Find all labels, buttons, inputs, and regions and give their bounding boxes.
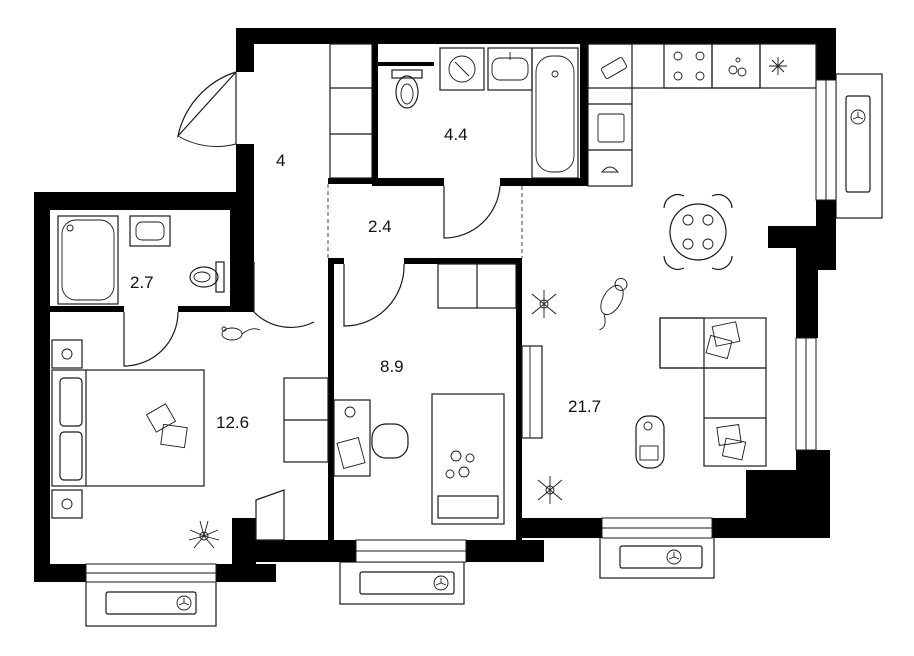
- nightstand: [51, 339, 83, 519]
- cat-icon: [599, 277, 628, 331]
- fan-icon: [176, 595, 192, 611]
- windows: [85, 79, 837, 583]
- zone-dividers: [327, 184, 523, 258]
- sink-icon: [597, 113, 625, 143]
- balcony-right-top: [835, 73, 883, 219]
- study-shelf: [437, 263, 517, 309]
- dining-table: [663, 194, 733, 270]
- cutting-board: [601, 166, 619, 173]
- desk: [333, 399, 409, 477]
- balcony-left: [85, 579, 217, 627]
- balcony-middle: [339, 561, 465, 605]
- room-area-study: 8.9: [380, 357, 404, 376]
- doors: [123, 71, 501, 367]
- tv-stand: [521, 345, 543, 439]
- plant-icon: [537, 476, 563, 504]
- room-area-bedroom: 12.6: [216, 413, 249, 432]
- toilet-icon: [391, 69, 423, 109]
- sink-icon: [129, 215, 171, 247]
- room-area-hall: 4: [276, 151, 285, 170]
- bedroom-wardrobe: [255, 377, 329, 541]
- pillow-icon: [705, 321, 747, 461]
- kitchen-counter: [587, 43, 817, 187]
- stove-icon: [673, 51, 705, 81]
- bathtub-icon: [57, 215, 119, 305]
- snowflake-icon: [769, 57, 787, 75]
- room-area-wc: 2.7: [130, 273, 154, 292]
- bed: [51, 369, 205, 487]
- walls: [34, 28, 836, 582]
- bathtub-icon: [531, 47, 579, 179]
- sofa: [659, 317, 767, 467]
- room-area-corridor: 2.4: [368, 217, 392, 236]
- room-area-living-kitchen: 21.7: [568, 397, 601, 416]
- pillow-icon: [145, 403, 188, 449]
- toy-icon: [445, 450, 475, 479]
- washer: [439, 47, 485, 91]
- mouse-icon: [221, 326, 261, 341]
- sink-icon: [487, 47, 533, 91]
- fan-icon: [433, 575, 449, 591]
- room-area-bathroom: 4.4: [444, 125, 468, 144]
- cups-icon: [728, 57, 747, 77]
- wardrobe: [329, 43, 373, 179]
- plant-icon: [188, 520, 220, 549]
- kettle-icon: [600, 57, 628, 79]
- plant-icon: [531, 290, 557, 318]
- fan-icon: [850, 109, 866, 125]
- fan-icon: [666, 549, 682, 565]
- coffee-table: [635, 415, 665, 469]
- balcony-right-bottom: [599, 533, 715, 579]
- toilet-icon: [189, 261, 225, 293]
- kids-bed: [431, 393, 505, 525]
